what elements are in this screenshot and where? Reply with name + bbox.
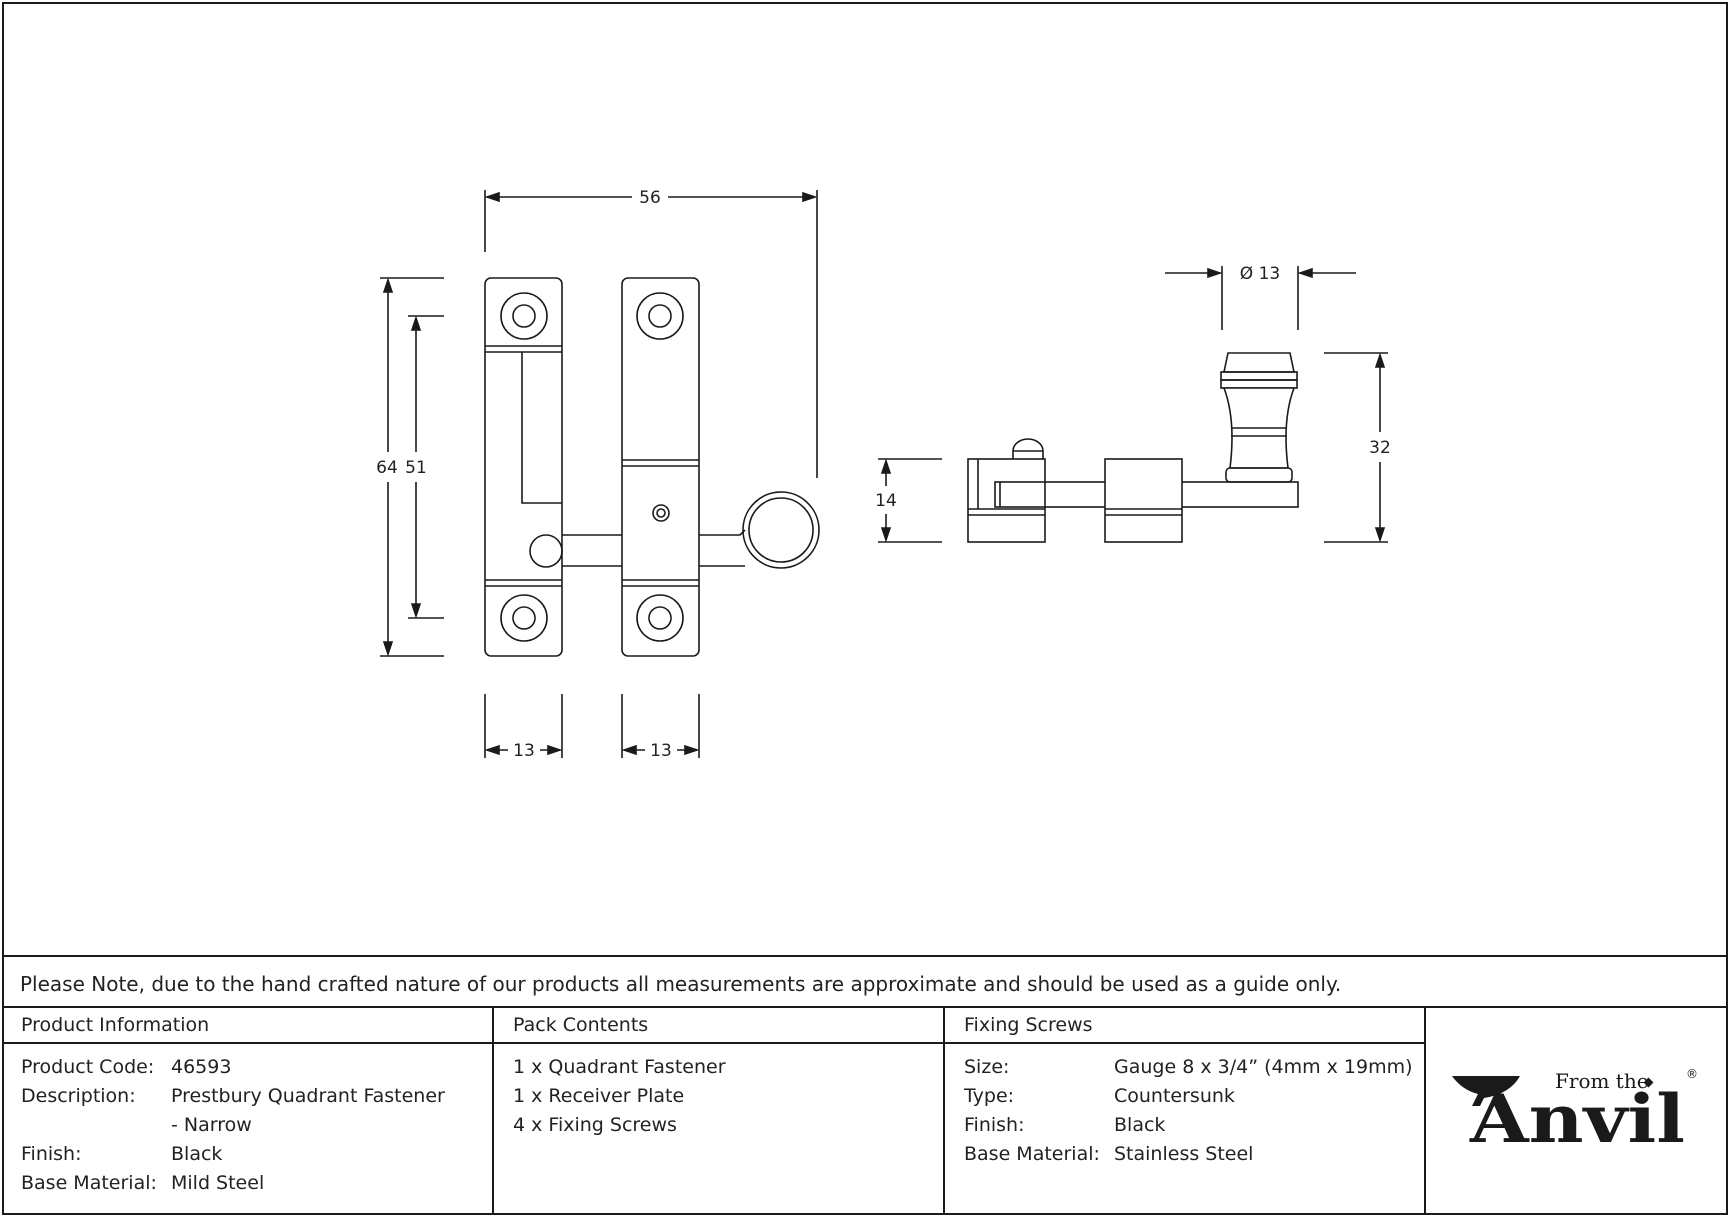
anvil-icon bbox=[1452, 1076, 1520, 1106]
dim-overall-height-label: 64 bbox=[376, 458, 398, 478]
pack-contents-header: Pack Contents bbox=[513, 1014, 649, 1036]
product-code-label: Product Code: bbox=[21, 1056, 155, 1078]
left-plate bbox=[484, 277, 563, 657]
screw-finish-label: Finish: bbox=[964, 1114, 1025, 1136]
base-material-value: Mild Steel bbox=[171, 1172, 265, 1194]
logo-large-text: Anvil bbox=[1469, 1080, 1685, 1150]
table-top-rule bbox=[2, 955, 1728, 957]
col-divider-1 bbox=[492, 1006, 494, 1215]
description-value-cont: - Narrow bbox=[171, 1114, 252, 1136]
product-info-table: Product Code: 46593 Description: Prestbu… bbox=[21, 1053, 445, 1198]
list-item: 4 x Fixing Screws bbox=[513, 1114, 677, 1136]
dim-overall-width-label: 56 bbox=[639, 188, 661, 208]
dim-plate-width-right bbox=[621, 694, 700, 758]
finish-value: Black bbox=[171, 1143, 223, 1165]
dim-knob-height-label: 32 bbox=[1369, 438, 1391, 458]
dim-overall-width bbox=[484, 190, 818, 478]
product-info-row: Base Material: Mild Steel bbox=[21, 1169, 445, 1198]
fixing-screws-header: Fixing Screws bbox=[964, 1014, 1093, 1036]
pack-contents-list: 1 x Quadrant Fastener 1 x Receiver Plate… bbox=[513, 1053, 726, 1140]
fastener-arm bbox=[562, 491, 820, 569]
anvil-logo: From the ® Anvil bbox=[1452, 1067, 1698, 1150]
type-label: Type: bbox=[964, 1085, 1015, 1107]
size-label: Size: bbox=[964, 1056, 1010, 1078]
dim-side-height-label: 14 bbox=[875, 491, 897, 511]
type-value: Countersunk bbox=[1114, 1085, 1235, 1107]
description-value: Prestbury Quadrant Fastener bbox=[171, 1085, 445, 1107]
col-divider-2 bbox=[943, 1006, 945, 1215]
product-info-header: Product Information bbox=[21, 1014, 210, 1036]
dim-screw-spacing bbox=[408, 315, 444, 619]
dim-knob-diameter-label: Ø 13 bbox=[1240, 264, 1280, 284]
dim-screw-spacing-label: 51 bbox=[405, 458, 427, 478]
logo-diamond bbox=[1643, 1077, 1654, 1088]
product-info-row: Description: Prestbury Quadrant Fastener bbox=[21, 1082, 445, 1111]
fixing-screws-row: Size: Gauge 8 x 3/4” (4mm x 19mm) bbox=[964, 1053, 1413, 1082]
logo-registered-mark: ® bbox=[1686, 1067, 1698, 1081]
finish-label: Finish: bbox=[21, 1143, 82, 1165]
screw-finish-value: Black bbox=[1114, 1114, 1166, 1136]
right-plate bbox=[621, 277, 700, 657]
description-label-cont bbox=[21, 1111, 171, 1140]
fixing-screws-table: Size: Gauge 8 x 3/4” (4mm x 19mm) Type: … bbox=[964, 1053, 1413, 1169]
description-label: Description: bbox=[21, 1085, 136, 1107]
screw-base-material-label: Base Material: bbox=[964, 1143, 1100, 1165]
side-view bbox=[967, 352, 1299, 543]
logo-small-text: From the bbox=[1555, 1069, 1649, 1093]
fixing-screws-row: Type: Countersunk bbox=[964, 1082, 1413, 1111]
dim-knob-height bbox=[1324, 352, 1388, 543]
list-item: 1 x Quadrant Fastener bbox=[513, 1056, 726, 1078]
dim-plate-width-right-label: 13 bbox=[650, 741, 672, 761]
note-bottom-rule bbox=[2, 1006, 1728, 1008]
dim-side-height bbox=[878, 458, 942, 543]
product-info-row: Finish: Black bbox=[21, 1140, 445, 1169]
measurement-note: Please Note, due to the hand crafted nat… bbox=[20, 972, 1342, 996]
dim-plate-width-left-label: 13 bbox=[513, 741, 535, 761]
list-item: 1 x Receiver Plate bbox=[513, 1085, 685, 1107]
size-value: Gauge 8 x 3/4” (4mm x 19mm) bbox=[1114, 1056, 1413, 1078]
product-code-value: 46593 bbox=[171, 1056, 232, 1078]
product-info-row: Product Code: 46593 bbox=[21, 1053, 445, 1082]
dim-knob-diameter bbox=[1165, 266, 1356, 330]
dim-plate-width-left bbox=[484, 694, 563, 758]
product-info-row: - Narrow bbox=[21, 1111, 445, 1140]
screw-base-material-value: Stainless Steel bbox=[1114, 1143, 1254, 1165]
col-divider-3 bbox=[1424, 1006, 1426, 1215]
fixing-screws-row: Base Material: Stainless Steel bbox=[964, 1140, 1413, 1169]
fixing-screws-row: Finish: Black bbox=[964, 1111, 1413, 1140]
dim-overall-height bbox=[380, 277, 444, 657]
header-bottom-rule bbox=[2, 1042, 1426, 1044]
base-material-label: Base Material: bbox=[21, 1172, 157, 1194]
